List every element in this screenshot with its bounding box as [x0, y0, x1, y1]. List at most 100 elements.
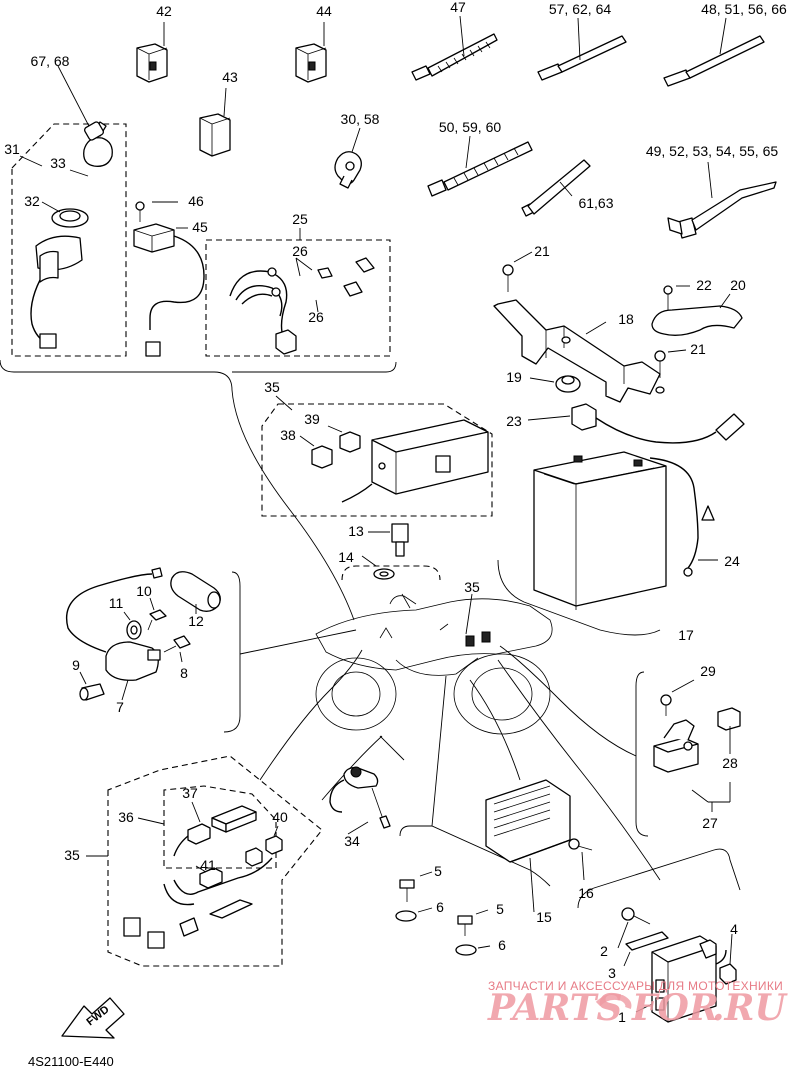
cable-tie-61-63: [521, 159, 591, 217]
bracket-coil-group: [223, 571, 241, 733]
bolt-8: [163, 635, 191, 663]
callout-15: 15: [536, 909, 552, 925]
connector-44: [295, 22, 327, 83]
callout-23: 23: [506, 413, 522, 429]
callout-35-lower: 35: [64, 847, 80, 863]
callout-9: 9: [72, 657, 80, 673]
leader-15-frame: [431, 675, 447, 827]
bolt-21-top: [502, 251, 533, 292]
callout-21-top: 21: [534, 243, 550, 259]
band-49: [667, 161, 777, 239]
battery-lead-24: [649, 457, 718, 577]
washer-11: [123, 611, 142, 640]
ignition-coil-7: [66, 567, 163, 701]
callout-4: 4: [730, 921, 738, 937]
callout-14: 14: [338, 549, 354, 565]
leader-fusebox-frame: [259, 649, 363, 781]
svg-text:FOR: FOR: [631, 987, 719, 1029]
leader-coil-group: [239, 629, 357, 655]
cdi-unit-1: [635, 935, 727, 1023]
key-set-67-68: [57, 65, 93, 133]
callout-40: 40: [272, 809, 288, 825]
callout-49: 49, 52, 53, 54, 55, 65: [646, 143, 779, 159]
callout-19: 19: [506, 369, 522, 385]
callout-32: 32: [24, 193, 40, 209]
clamp-30-58: [334, 127, 362, 189]
battery-tray-line: [497, 559, 661, 636]
fuse-28: [717, 707, 741, 754]
diagram-code: 4S21100-E440: [28, 1054, 114, 1069]
cable-tie-48: [663, 17, 765, 87]
relay-45: [133, 223, 205, 357]
spacer-9: [79, 671, 105, 701]
svg-text:.RU: .RU: [712, 987, 788, 1029]
callout-26-bottom: 26: [308, 309, 324, 325]
screw-10: [147, 597, 167, 631]
bracket-20: [651, 293, 743, 336]
callout-57: 57, 62, 64: [549, 1, 611, 17]
callout-46: 46: [188, 193, 204, 209]
callout-11: 11: [109, 595, 124, 611]
callout-18: 18: [618, 311, 634, 327]
callout-35-mid: 35: [464, 579, 480, 595]
bolt-29: [660, 679, 695, 716]
divider-34: [321, 735, 383, 801]
callout-50: 50, 59, 60: [439, 119, 501, 135]
harness-box-25: [205, 228, 391, 357]
callout-48: 48, 51, 56, 66: [701, 1, 787, 17]
key-33: [69, 121, 113, 177]
callout-1: 1: [618, 1009, 626, 1025]
plug-cap-12: [170, 571, 221, 614]
callout-41: 41: [200, 857, 216, 873]
callout-25: 25: [292, 211, 308, 227]
callout-24: 24: [724, 553, 740, 569]
rectifier-15: [485, 779, 571, 913]
callout-45: 45: [192, 219, 208, 235]
bolt-16: [568, 838, 593, 881]
leader-35-frame: [465, 593, 473, 635]
cable-tie-50: [427, 135, 533, 197]
leader-36: [137, 817, 165, 825]
callout-5-b: 5: [496, 901, 504, 917]
bracket-relay-group: [635, 671, 649, 837]
bolt-5-b: [457, 909, 489, 936]
callout-3: 3: [608, 965, 616, 981]
bolt-21-lower: [654, 349, 687, 378]
switch-13: [368, 523, 409, 557]
fuse-40: [245, 825, 283, 867]
callout-42: 42: [156, 3, 172, 19]
harness-41: [123, 857, 273, 949]
callout-22: 22: [696, 277, 712, 293]
grommet-4: [719, 933, 737, 985]
callout-27: 27: [702, 815, 718, 831]
callout-39: 39: [304, 411, 320, 427]
callout-6-a: 6: [436, 899, 444, 915]
main-switch-body: [30, 235, 83, 349]
callout-21-lower: 21: [690, 341, 706, 357]
bolt-22: [663, 285, 690, 310]
callout-43: 43: [222, 69, 238, 85]
callout-28: 28: [722, 755, 738, 771]
callout-36: 36: [118, 809, 134, 825]
cable-tie-47: [411, 15, 498, 81]
callout-8: 8: [180, 665, 188, 681]
washer-6-b: [455, 944, 491, 956]
atv-vehicle: [315, 593, 553, 735]
washer-6-a: [395, 907, 433, 922]
callout-10: 10: [136, 583, 152, 599]
callout-47: 47: [450, 0, 466, 15]
watermark-caption: ЗАПЧАСТИ И АКСЕССУАРЫ ДЛЯ МОТОТЕХНИКИ: [488, 979, 783, 993]
connector-43: [199, 87, 231, 157]
bracket-18: [493, 299, 665, 403]
fuse-box-body: [341, 419, 489, 503]
bolt-2: [617, 907, 651, 949]
divider-34b: [379, 735, 405, 761]
fuse-39: [327, 425, 361, 453]
callout-38: 38: [280, 427, 296, 443]
callout-37: 37: [182, 785, 198, 801]
box-36: [163, 785, 277, 869]
callout-17: 17: [678, 627, 694, 643]
callout-31: 31: [4, 141, 20, 157]
grommet-19: [529, 375, 581, 393]
